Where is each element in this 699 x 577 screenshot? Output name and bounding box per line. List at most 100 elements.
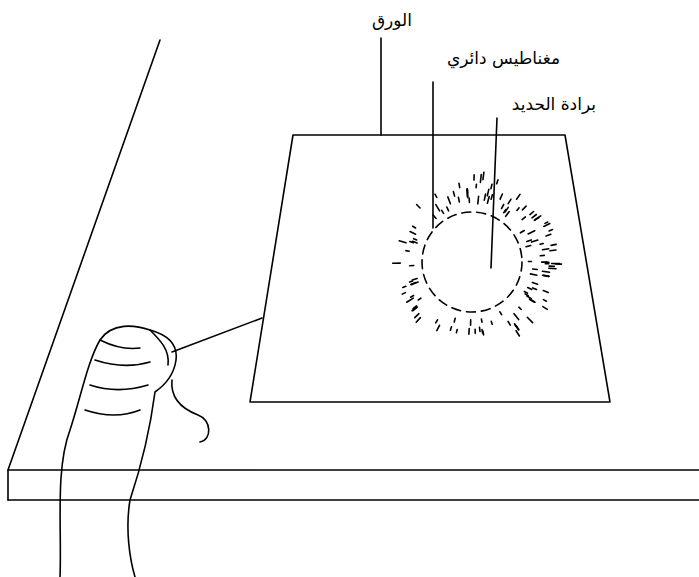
iron-filing [477,196,479,204]
iron-filing [535,216,541,220]
iron-filing [516,331,519,336]
iron-filing [508,199,511,203]
iron-filing [549,265,554,267]
iron-filing [532,215,536,218]
iron-filing [415,314,419,318]
iron-filing [403,286,406,287]
iron-filing [522,206,526,210]
leader-line [491,118,497,268]
iron-filing [530,274,537,275]
iron-filing [481,319,483,322]
iron-filing [497,180,498,184]
iron-filing [393,262,401,264]
iron-filing [502,205,504,209]
iron-filing [543,307,547,310]
hand-thumb [150,330,168,365]
iron-filing [514,314,519,320]
iron-filing [399,241,406,243]
iron-filing [483,172,484,179]
iron-filing [500,312,502,315]
iron-filing [448,197,451,204]
iron-filing [410,280,413,282]
iron-filing [437,325,440,330]
iron-filing [447,207,449,211]
iron-filing [453,192,454,197]
iron-filing [433,215,436,219]
iron-filing [500,194,502,199]
iron-filing [527,296,531,299]
iron-filing [411,296,414,298]
iron-filing [528,261,531,263]
iron-filing [410,232,416,235]
iron-filing [454,318,455,322]
iron-filing [522,217,525,220]
iron-filing [480,175,482,183]
leader-line [432,82,434,228]
iron-filing [533,288,537,290]
iron-filing [528,231,535,234]
iron-filing [487,189,489,195]
iron-filing [442,210,444,213]
iron-filing [549,267,556,269]
iron-filing [546,234,551,236]
iron-filing [524,292,527,294]
iron-filing [519,307,521,309]
iron-filing [470,320,472,326]
iron-filing [544,275,549,276]
iron-filing [530,212,534,215]
iron-filing [411,282,418,285]
iron-filing [412,279,417,281]
iron-filing [407,298,414,302]
iron-filing [412,241,417,243]
iron-filing [528,288,532,290]
iron-filing [458,197,459,202]
iron-filing [555,263,561,265]
iron-filing [532,240,538,242]
iron-filing [450,327,451,331]
iron-filing [468,329,470,335]
iron-filing [542,271,549,272]
iron-filing [520,231,524,233]
iron-filing [540,255,544,257]
iron-filing [532,300,536,302]
iron-filing [474,329,476,333]
iron-filing [410,265,414,267]
iron-filing [491,321,492,324]
iron-filing [527,240,532,242]
table-front-edge [8,499,699,501]
leader-line [380,38,382,135]
iron-filing [532,283,537,285]
iron-filing [543,249,549,250]
iron-filing [475,184,477,188]
iron-filing [526,246,531,247]
iron-filing [414,239,417,240]
iron-filing [491,195,492,200]
iron-filing [504,210,506,213]
thread-end [172,380,209,442]
iron-filing [467,189,469,193]
iron-filing [481,330,483,334]
iron-filing [517,194,520,199]
iron-filing [466,189,468,197]
ring-magnet [422,212,522,312]
part-label: الورق [372,10,412,30]
part-label: برادة الحديد [512,94,596,114]
iron-filing [506,212,509,217]
paper-sheet [250,135,610,402]
iron-filing [540,243,543,245]
iron-filing [543,300,546,302]
iron-filing [413,226,416,228]
iron-filing [545,222,548,223]
thread [172,318,262,352]
iron-filing [402,293,405,295]
iron-filing [517,208,519,211]
iron-filing [479,327,481,331]
iron-filing [418,298,421,300]
iron-filing [543,291,548,293]
iron-filing [527,317,532,322]
iron-filing [435,194,437,197]
iron-filing [542,261,547,263]
hand-fingers [85,340,150,415]
